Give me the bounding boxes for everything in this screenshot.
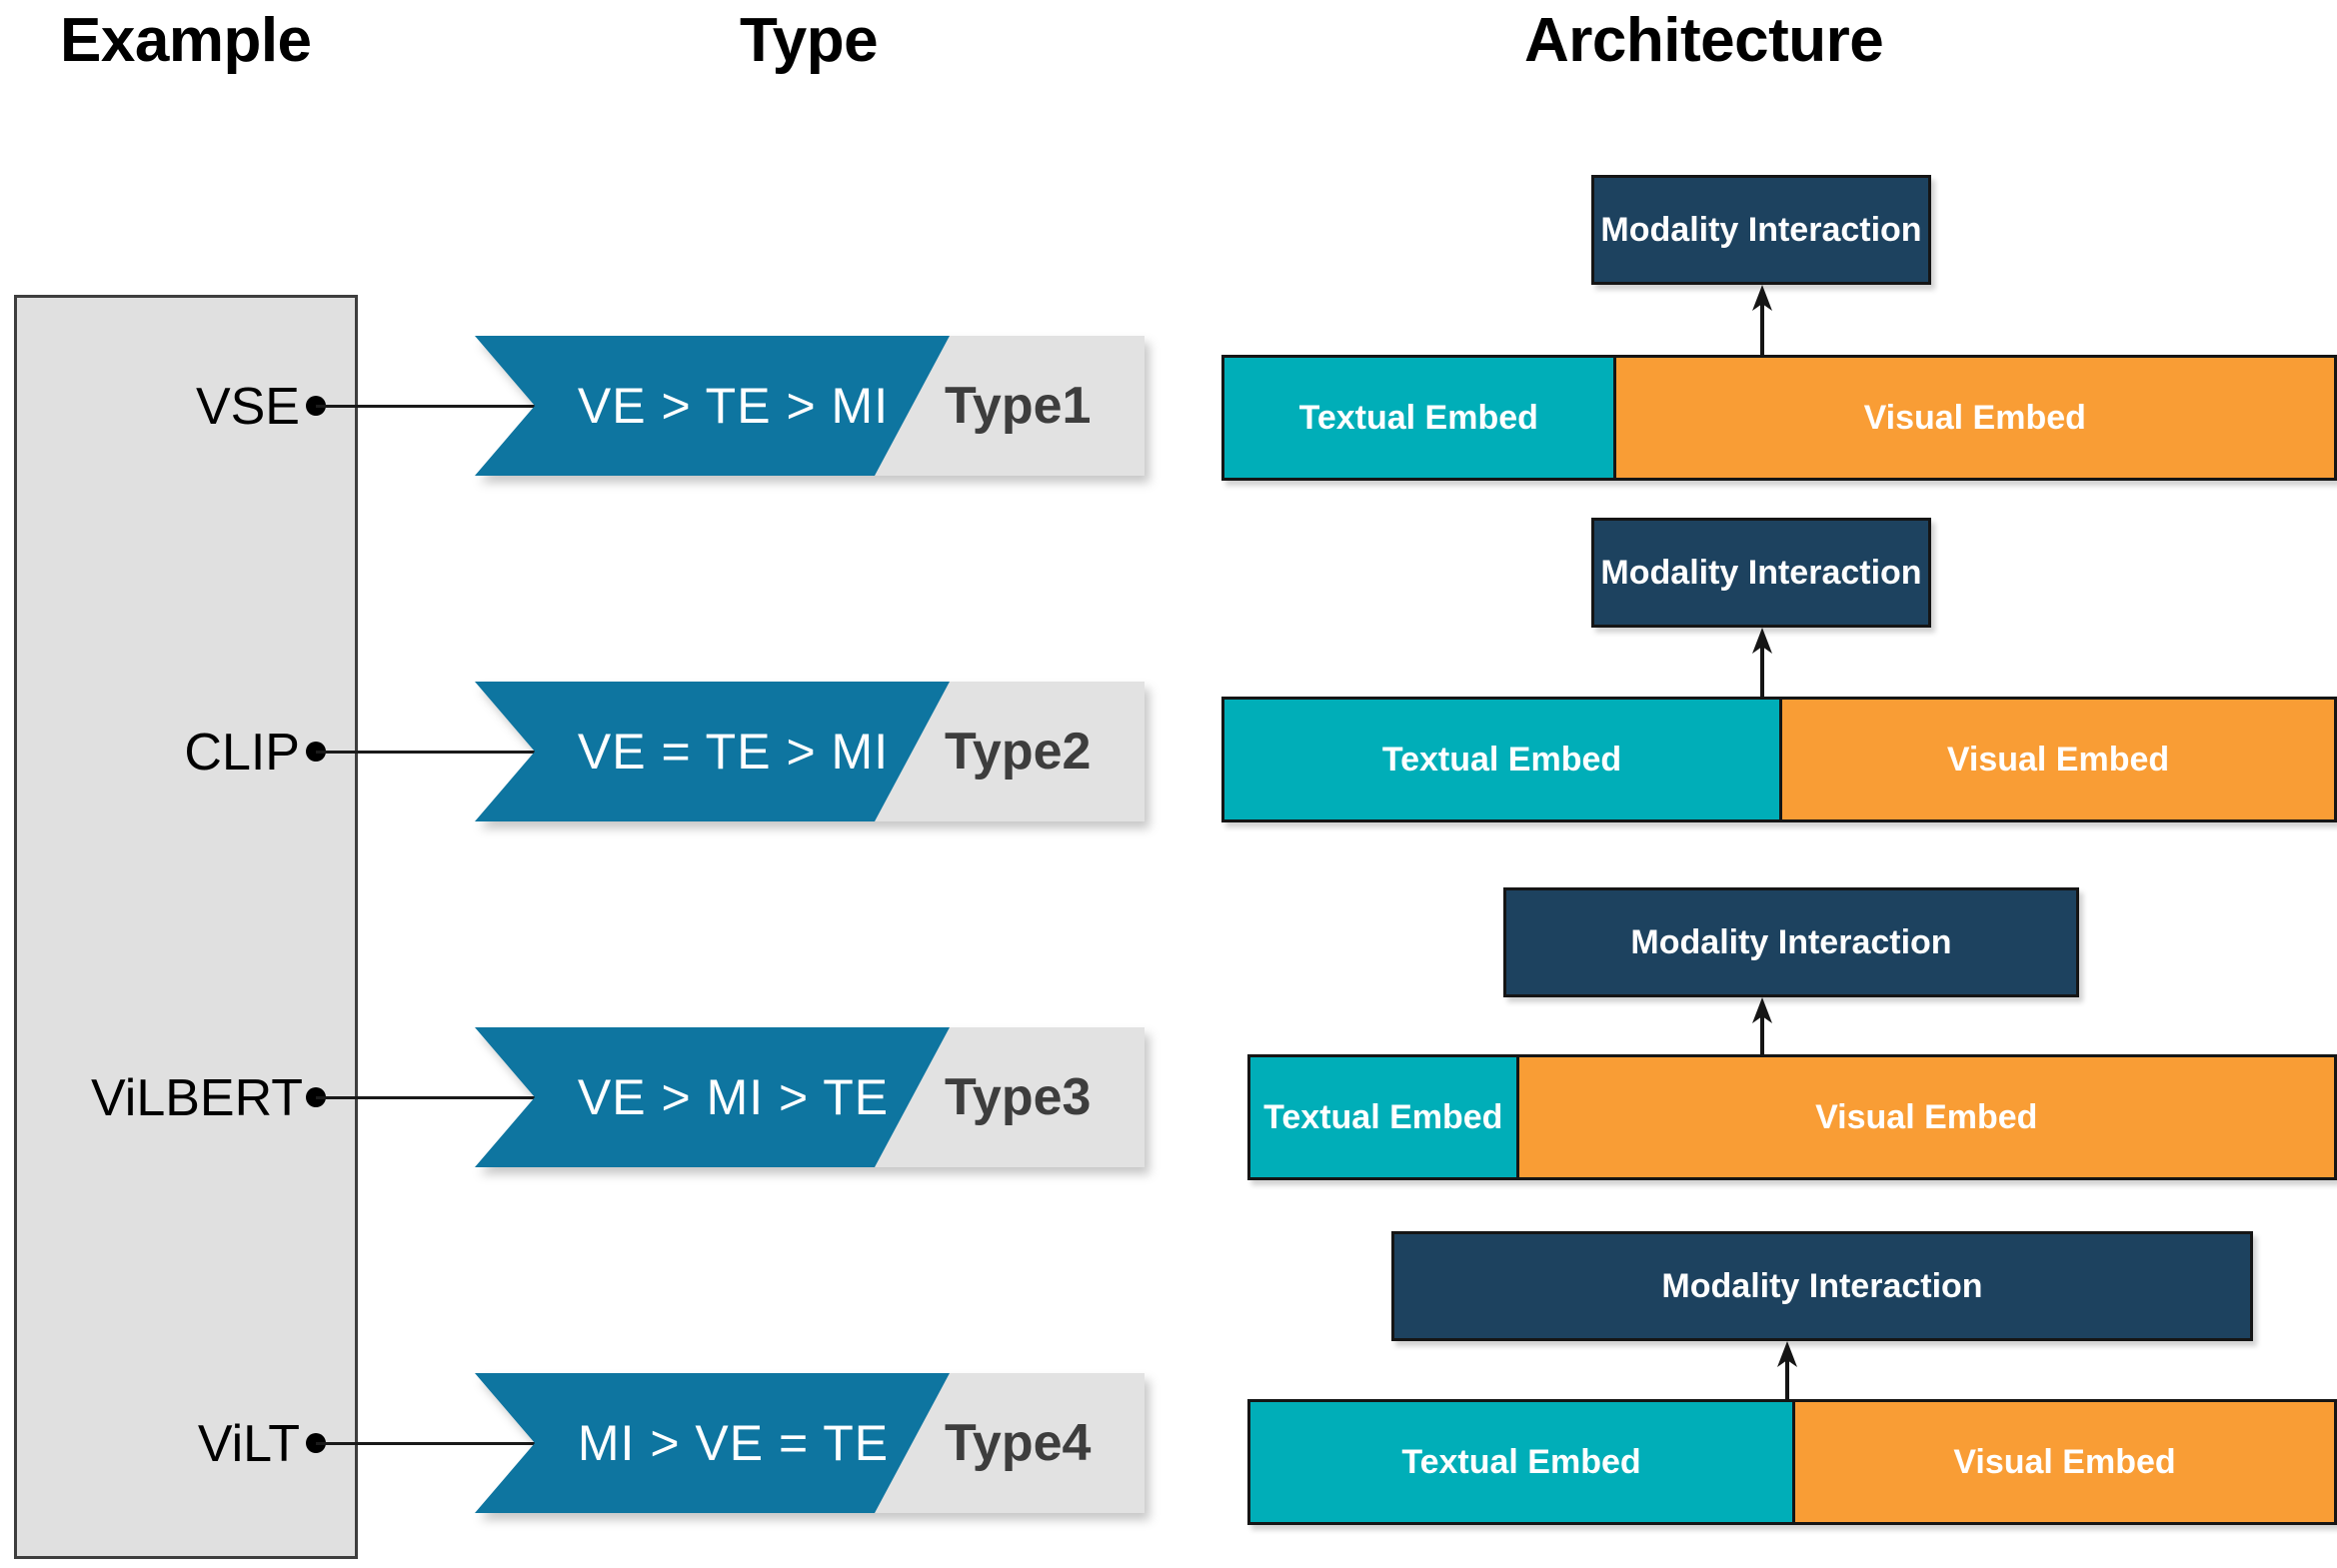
textual-embed-3[interactable]: Textual Embed [1250, 1057, 1516, 1177]
embed-bar-4: Textual Embed Visual Embed [1247, 1399, 2337, 1525]
type-badge-1: Type1 [945, 377, 1092, 435]
textual-embed-2[interactable]: Textual Embed [1224, 700, 1779, 819]
textual-embed-4[interactable]: Textual Embed [1250, 1402, 1792, 1522]
flow-arrow-2 [1752, 628, 1772, 700]
flow-arrow-1 [1752, 285, 1772, 357]
type-ribbon-body-1 [475, 336, 950, 476]
connector-line-vse [316, 405, 541, 408]
connector-line-vilt [316, 1442, 541, 1445]
type-formula-4: MI > VE = TE [577, 1415, 890, 1471]
column-header-example: Example [60, 6, 312, 75]
type-badge-3: Type3 [945, 1068, 1092, 1126]
type-formula-3: VE > MI > TE [577, 1069, 890, 1125]
example-label-vse: VSE [195, 378, 300, 436]
type-badge-2: Type2 [945, 723, 1092, 781]
connector-line-clip [316, 751, 541, 754]
visual-embed-3[interactable]: Visual Embed [1515, 1057, 2334, 1177]
modality-interaction-block-2[interactable]: Modality Interaction [1591, 518, 1931, 628]
type-formula-1: VE > TE > MI [577, 378, 890, 434]
embed-bar-2: Textual Embed Visual Embed [1221, 697, 2337, 822]
visual-embed-2[interactable]: Visual Embed [1779, 700, 2334, 819]
type-badge-4: Type4 [945, 1414, 1092, 1472]
textual-embed-1[interactable]: Textual Embed [1224, 358, 1613, 478]
modality-interaction-block-3[interactable]: Modality Interaction [1503, 887, 2079, 997]
example-label-vilt: ViLT [197, 1415, 300, 1473]
column-header-architecture: Architecture [1524, 6, 1884, 75]
example-label-clip: CLIP [184, 724, 300, 782]
embed-bar-1: Textual Embed Visual Embed [1221, 355, 2337, 481]
example-panel [14, 295, 358, 1559]
example-label-vilbert: ViLBERT [91, 1069, 303, 1127]
modality-interaction-block-4[interactable]: Modality Interaction [1391, 1231, 2253, 1341]
type-ribbon-body-2 [475, 682, 950, 821]
column-header-type: Type [740, 6, 879, 75]
type-ribbon-1[interactable]: VE > TE > MI Type1 [475, 336, 1145, 476]
connector-line-vilbert [316, 1096, 541, 1099]
modality-interaction-block-1[interactable]: Modality Interaction [1591, 175, 1931, 285]
type-ribbon-body-3 [475, 1027, 950, 1167]
type-formula-2: VE = TE > MI [577, 724, 890, 780]
type-ribbon-body-4 [475, 1373, 950, 1513]
visual-embed-1[interactable]: Visual Embed [1612, 358, 2334, 478]
type-ribbon-4[interactable]: MI > VE = TE Type4 [475, 1373, 1145, 1513]
embed-bar-3: Textual Embed Visual Embed [1247, 1054, 2337, 1180]
type-ribbon-3[interactable]: VE > MI > TE Type3 [475, 1027, 1145, 1167]
visual-embed-4[interactable]: Visual Embed [1792, 1402, 2334, 1522]
type-ribbon-2[interactable]: VE = TE > MI Type2 [475, 682, 1145, 821]
